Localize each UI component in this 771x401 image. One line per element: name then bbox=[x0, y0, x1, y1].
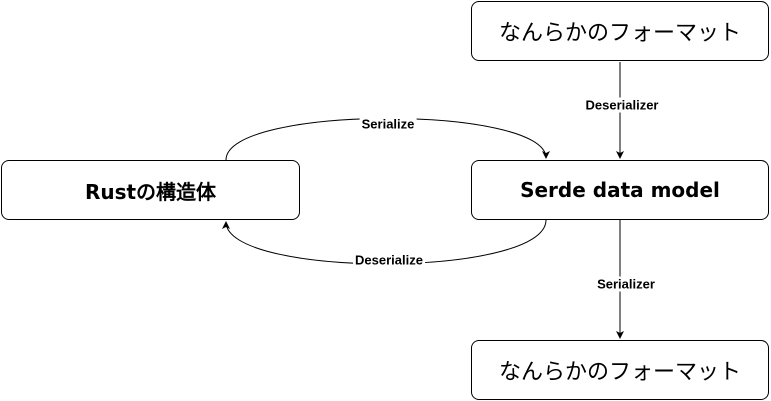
serializer-label: Serializer bbox=[595, 276, 657, 292]
deserializer-label: Deserializer bbox=[583, 97, 661, 113]
serde-model-node: Serde data model bbox=[471, 160, 769, 220]
rust-struct-node: Rustの構造体 bbox=[1, 160, 300, 220]
bottom-format-label: なんらかのフォーマット bbox=[498, 360, 741, 385]
rust-struct-label: Rustの構造体 bbox=[84, 179, 217, 204]
top-format-node: なんらかのフォーマット bbox=[471, 1, 769, 61]
deserialize-label: Deserialize bbox=[353, 252, 425, 268]
bottom-format-node: なんらかのフォーマット bbox=[471, 340, 769, 400]
serde-model-label: Serde data model bbox=[520, 178, 720, 202]
top-format-label: なんらかのフォーマット bbox=[498, 21, 741, 46]
serialize-label: Serialize bbox=[359, 116, 417, 132]
